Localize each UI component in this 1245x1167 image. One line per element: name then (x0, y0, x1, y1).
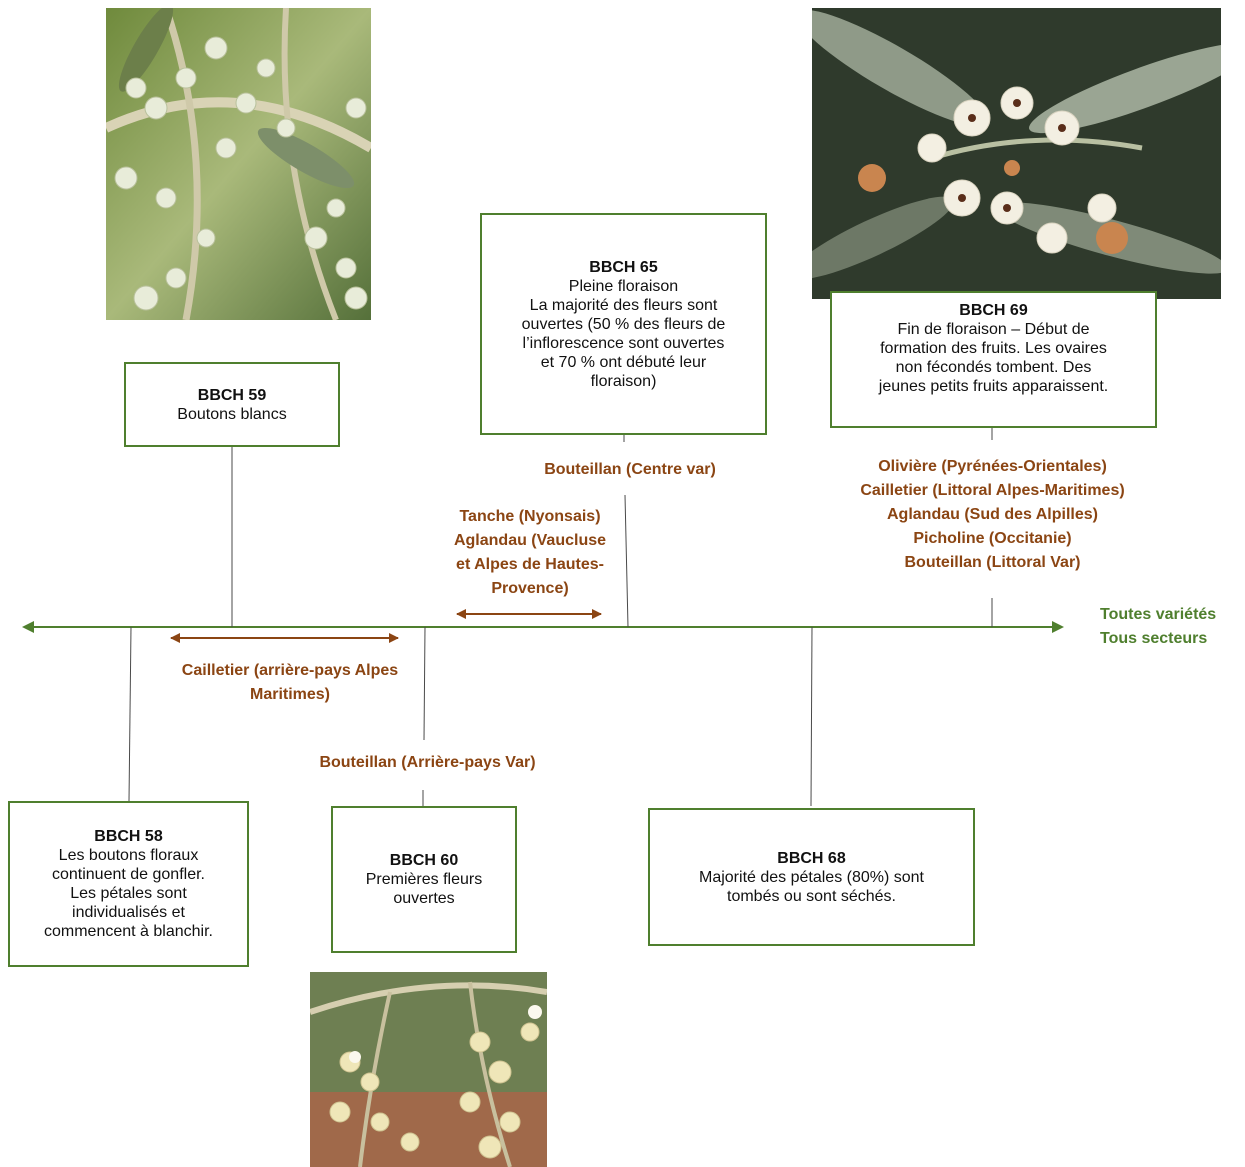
stage-title: BBCH 68 (777, 849, 846, 867)
stage-box-bbch69: BBCH 69 Fin de floraison – Début de form… (830, 291, 1157, 428)
stage-title: BBCH 58 (94, 828, 163, 845)
stage-box-bbch58: BBCH 58 Les boutons floraux continuent d… (8, 801, 249, 967)
stage-description: Fin de floraison – Début de formation de… (878, 321, 1109, 395)
stage-box-bbch65: BBCH 65 Pleine floraison La majorité des… (480, 213, 767, 435)
connector-bbch68 (810, 626, 813, 807)
variety-label-all: Toutes variétés Tous secteurs (1100, 606, 1217, 647)
stage-title: BBCH 60 (389, 852, 459, 869)
stage-title: BBCH 69 (959, 302, 1028, 319)
stage-description: Boutons blancs (177, 405, 287, 423)
stage-title: BBCH 59 (197, 386, 267, 404)
connector-bbch60 (423, 626, 426, 741)
photo-first-flowers (310, 972, 547, 1167)
variety-label-bouteillan-centre: Bouteillan (Centre var) (544, 461, 716, 478)
photo-full-bloom (812, 8, 1221, 299)
variety-label-group-69: Olivière (Pyrénées-Orientales) Cailletie… (860, 458, 1125, 571)
stage-box-bbch68: BBCH 68 Majorité des pétales (80%) sont … (648, 808, 975, 946)
variety-label-cailletier-arriere: Cailletier (arrière-pays Alpes Maritimes… (181, 662, 399, 703)
stage-box-bbch60: BBCH 60 Premières fleurs ouvertes (331, 806, 517, 953)
stage-description: Les boutons floraux continuent de gonfle… (44, 847, 213, 940)
stage-description: Majorité des pétales (80%) sont tombés o… (699, 868, 924, 905)
variety-label-bouteillan-arriere: Bouteillan (Arrière-pays Var) (319, 754, 536, 771)
stage-description: Premières fleurs ouvertes (365, 871, 483, 907)
stage-description: Pleine floraison La majorité des fleurs … (521, 277, 726, 390)
connector-bbch58 (128, 626, 132, 802)
connector-bbch65 (624, 494, 629, 628)
stage-box-bbch59: BBCH 59 Boutons blancs (124, 362, 340, 447)
photo-white-buds (106, 8, 371, 320)
variety-label-tanche-aglandau: Tanche (Nyonsais) Aglandau (Vaucluse et … (453, 508, 607, 597)
stage-title: BBCH 65 (589, 258, 658, 276)
